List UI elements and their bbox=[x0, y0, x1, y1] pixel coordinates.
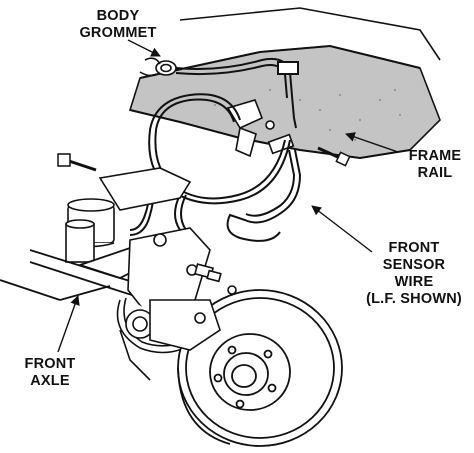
front-sensor-wire-leader bbox=[311, 205, 373, 253]
body-grommet-leader bbox=[127, 39, 161, 57]
callout-front-axle: FRONT AXLE bbox=[14, 356, 86, 390]
callout-frame-rail: FRAME RAIL bbox=[400, 148, 470, 182]
leader-lines bbox=[57, 39, 399, 353]
callout-body-grommet-line2: GROMMET bbox=[79, 25, 157, 41]
callout-front-sensor-wire-line3: WIRE bbox=[394, 274, 434, 290]
body-grommet bbox=[139, 57, 177, 77]
bolts bbox=[57, 146, 351, 172]
callout-front-sensor-wire-line4: (L.F. SHOWN) bbox=[366, 291, 462, 307]
callout-frame-rail-line1: FRAME bbox=[408, 148, 462, 164]
frame-rail-leader bbox=[345, 132, 399, 153]
callout-body-grommet-line1: BODY bbox=[96, 8, 140, 24]
callout-front-axle-line2: AXLE bbox=[30, 373, 70, 389]
callout-front-axle-line1: FRONT bbox=[24, 356, 76, 372]
front-axle-leader bbox=[57, 295, 80, 353]
callout-body-grommet: BODY GROMMET bbox=[70, 8, 166, 42]
callout-front-sensor-wire-line2: SENSOR bbox=[382, 257, 446, 273]
upper-sensor-wire bbox=[175, 57, 299, 129]
callout-front-sensor-wire: FRONT SENSOR WIRE (L.F. SHOWN) bbox=[360, 240, 468, 308]
callout-frame-rail-line2: RAIL bbox=[417, 165, 453, 181]
callout-front-sensor-wire-line1: FRONT bbox=[388, 240, 440, 256]
caliper bbox=[119, 299, 221, 381]
shock-absorber bbox=[65, 219, 95, 263]
